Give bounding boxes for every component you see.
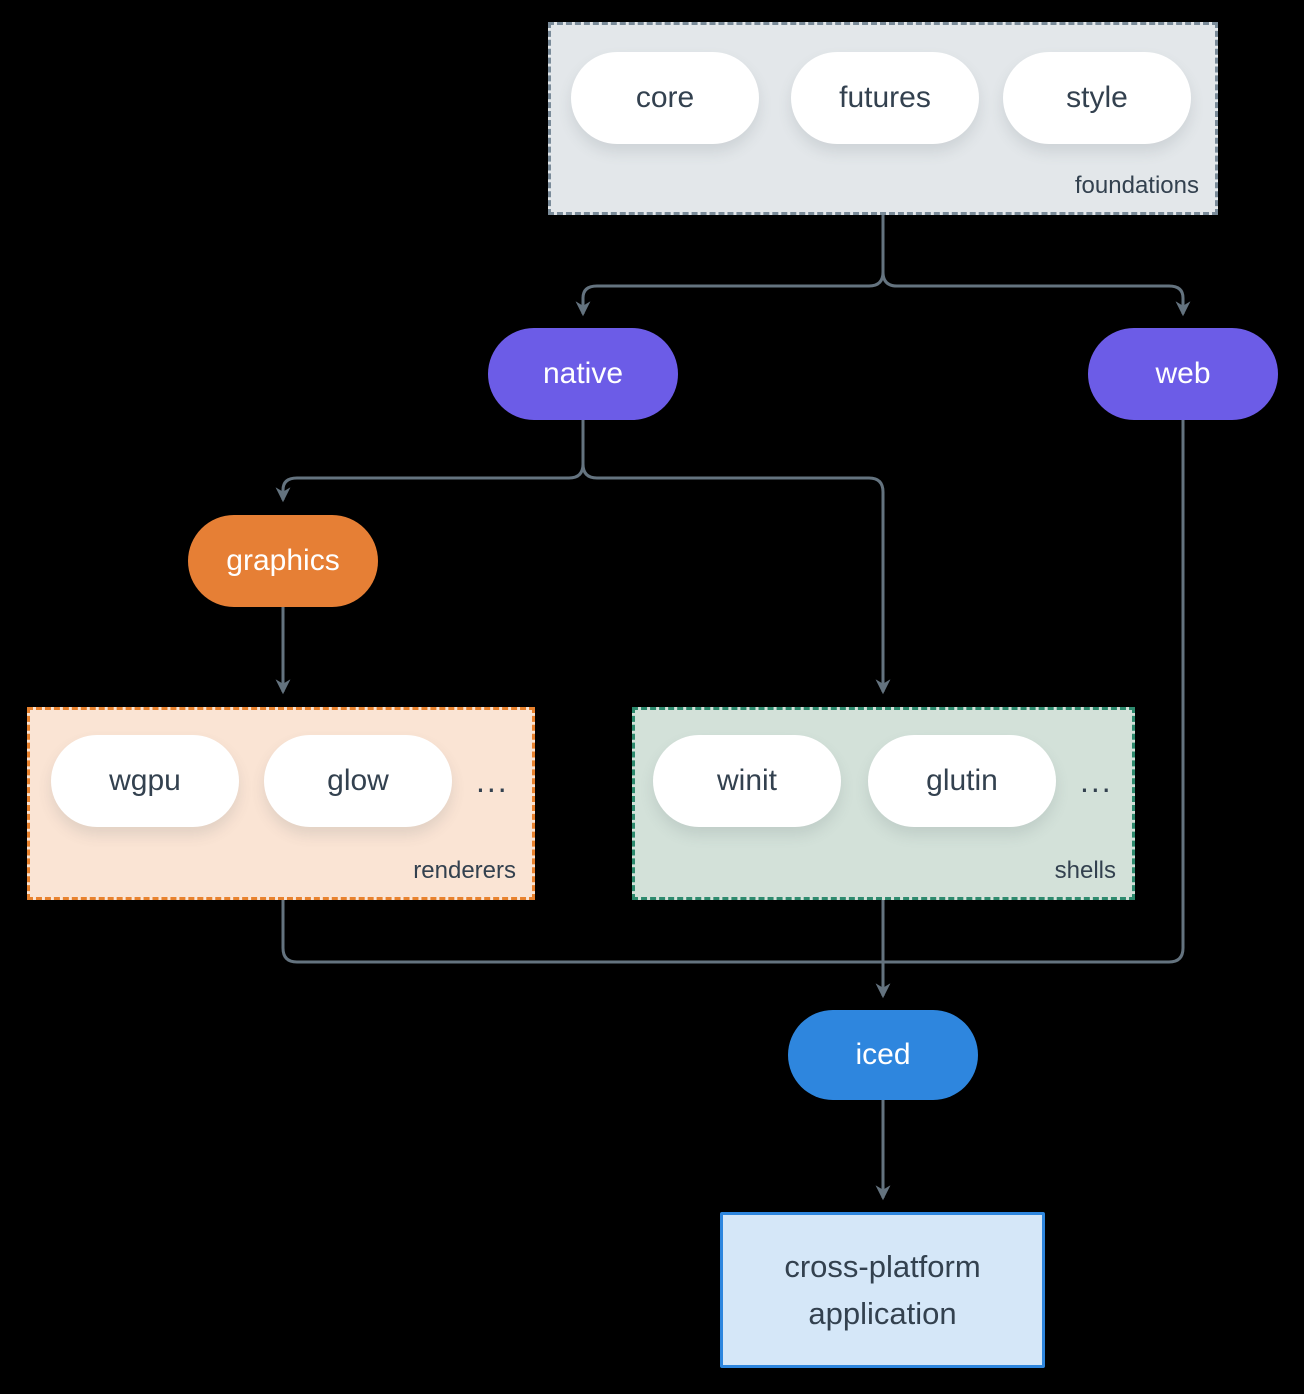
node-glutin: glutin xyxy=(868,735,1056,827)
foundations-label: foundations xyxy=(1074,172,1199,199)
shells-group: winit glutin ... shells xyxy=(632,707,1135,900)
app-box-line1: cross-platform xyxy=(784,1249,981,1284)
renderers-ellipsis: ... xyxy=(476,762,509,799)
node-glow: glow xyxy=(264,735,452,827)
node-style: style xyxy=(1003,52,1191,144)
node-wgpu: wgpu xyxy=(51,735,239,827)
shells-ellipsis: ... xyxy=(1080,762,1113,799)
node-futures: futures xyxy=(791,52,979,144)
renderers-group: wgpu glow ... renderers xyxy=(27,707,535,900)
renderers-label: renderers xyxy=(413,857,516,884)
node-winit: winit xyxy=(653,735,841,827)
cross-platform-application-box: cross-platform application xyxy=(720,1212,1045,1368)
node-core: core xyxy=(571,52,759,144)
app-box-line2: application xyxy=(808,1296,957,1331)
node-web: web xyxy=(1088,328,1278,420)
shells-label: shells xyxy=(1054,857,1116,884)
node-native: native xyxy=(488,328,678,420)
node-graphics: graphics xyxy=(188,515,378,607)
foundations-group: core futures style foundations xyxy=(548,22,1218,215)
node-iced: iced xyxy=(788,1010,978,1100)
